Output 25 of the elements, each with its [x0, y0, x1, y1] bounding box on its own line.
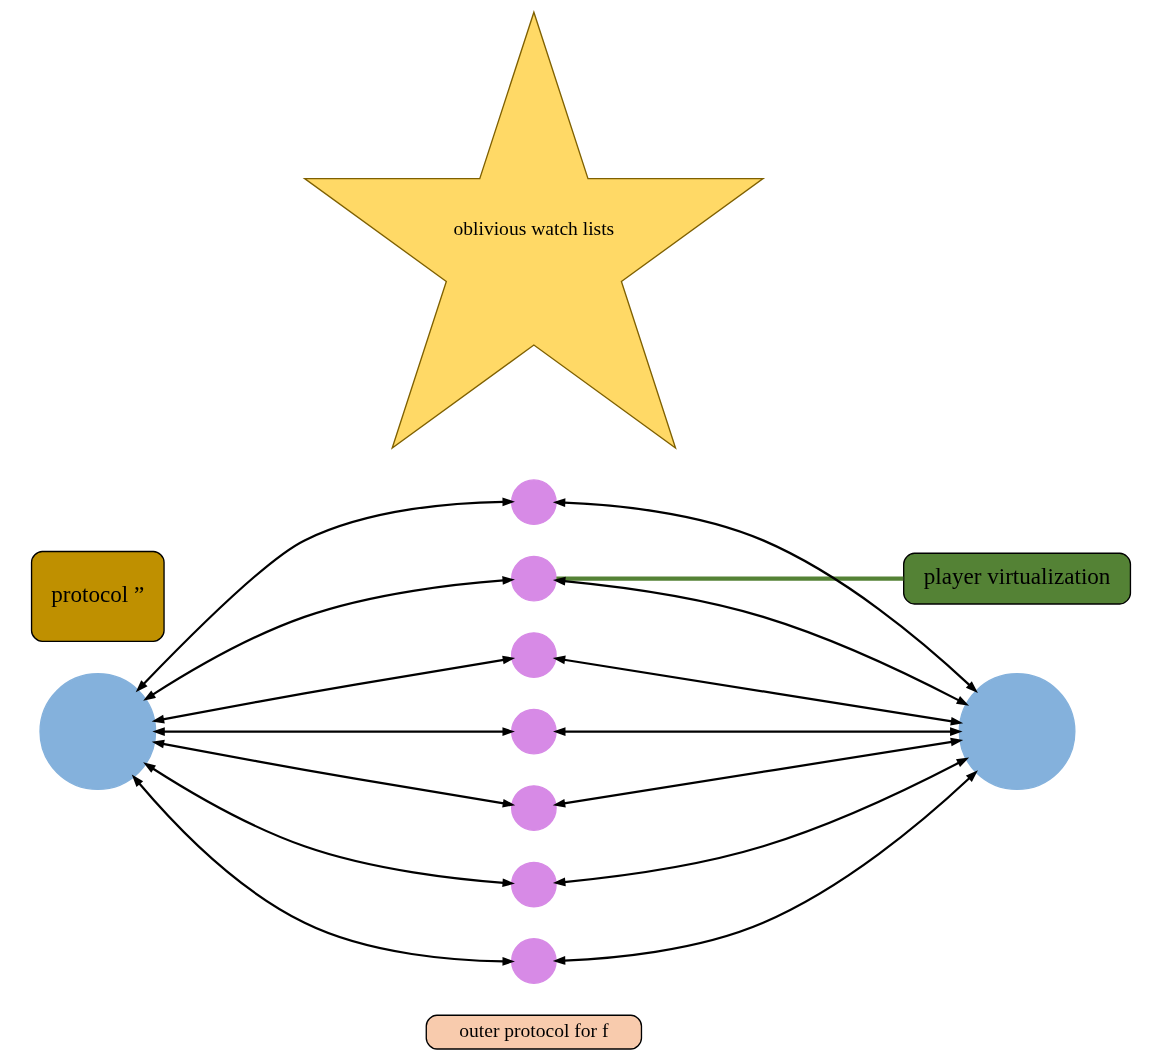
node-box: player virtualization — [903, 552, 1132, 605]
node-circle — [510, 632, 557, 678]
arrow — [552, 737, 964, 808]
arrow — [131, 774, 515, 966]
arrow — [552, 770, 978, 965]
arrow — [152, 727, 515, 736]
arrow — [151, 655, 516, 724]
arrow — [552, 655, 964, 726]
arrow — [151, 739, 516, 808]
arrow — [135, 497, 515, 693]
node-circle — [510, 785, 557, 831]
node-box: outer protocol for f — [425, 1014, 643, 1050]
connector — [556, 576, 904, 581]
arrow — [553, 727, 963, 736]
node-circle — [510, 479, 557, 526]
arrow — [552, 498, 978, 693]
arrow — [552, 757, 970, 887]
arrow — [143, 762, 515, 888]
arrow — [143, 576, 515, 701]
node-circle — [510, 708, 557, 755]
node-box: protocol ” — [30, 550, 165, 642]
node-circle — [510, 938, 557, 984]
arrow — [552, 576, 970, 706]
node-circle — [510, 555, 557, 602]
node-circle — [510, 861, 557, 908]
